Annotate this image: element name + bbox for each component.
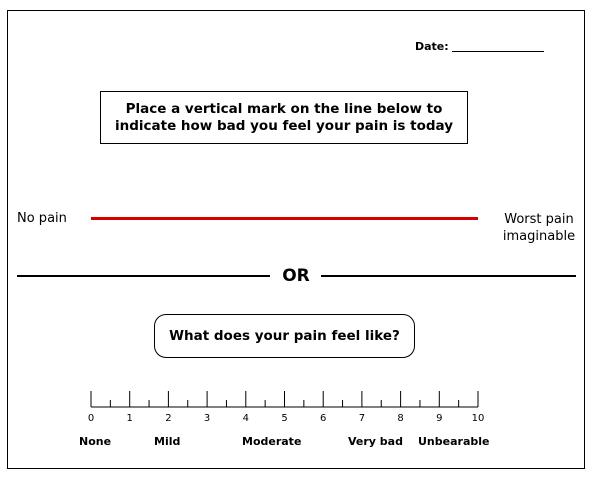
date-label: Date: — [415, 40, 449, 53]
scale-tick-label: 10 — [472, 413, 485, 424]
vas-right-anchor: Worst pain imaginable — [494, 211, 584, 245]
scale-tick-label: 3 — [204, 413, 210, 424]
instruction-line-2: indicate how bad you feel your pain is t… — [114, 117, 454, 134]
or-divider-left — [17, 275, 270, 277]
vas-right-anchor-line-2: imaginable — [502, 229, 576, 244]
scale-tick-label: 5 — [281, 413, 287, 424]
scale-tick-label: 6 — [320, 413, 326, 424]
descriptor-unbearable: Unbearable — [418, 435, 490, 448]
visual-analogue-line[interactable] — [91, 217, 478, 220]
or-label: OR — [282, 266, 310, 286]
form-border — [7, 10, 585, 469]
instruction-line-1: Place a vertical mark on the line below … — [125, 100, 443, 117]
scale-tick-label: 9 — [436, 413, 442, 424]
question-text: What does your pain feel like? — [169, 328, 400, 344]
scale-tick-label: 7 — [359, 413, 365, 424]
scale-tick-label: 4 — [243, 413, 249, 424]
date-entry-line[interactable] — [452, 51, 544, 52]
descriptor-mild: Mild — [154, 435, 181, 448]
vas-right-anchor-line-1: Worst pain — [504, 212, 574, 227]
scale-tick-label: 1 — [127, 413, 133, 424]
descriptor-very-bad: Very bad — [348, 435, 403, 448]
or-divider-right — [321, 275, 576, 277]
descriptor-none: None — [79, 435, 112, 448]
scale-tick-label: 2 — [165, 413, 171, 424]
scale-tick-label: 0 — [88, 413, 94, 424]
scale-tick-label: 8 — [397, 413, 403, 424]
descriptor-moderate: Moderate — [242, 435, 302, 448]
question-box: What does your pain feel like? — [154, 314, 415, 358]
instruction-box: Place a vertical mark on the line below … — [100, 91, 468, 144]
vas-left-anchor: No pain — [17, 211, 67, 226]
